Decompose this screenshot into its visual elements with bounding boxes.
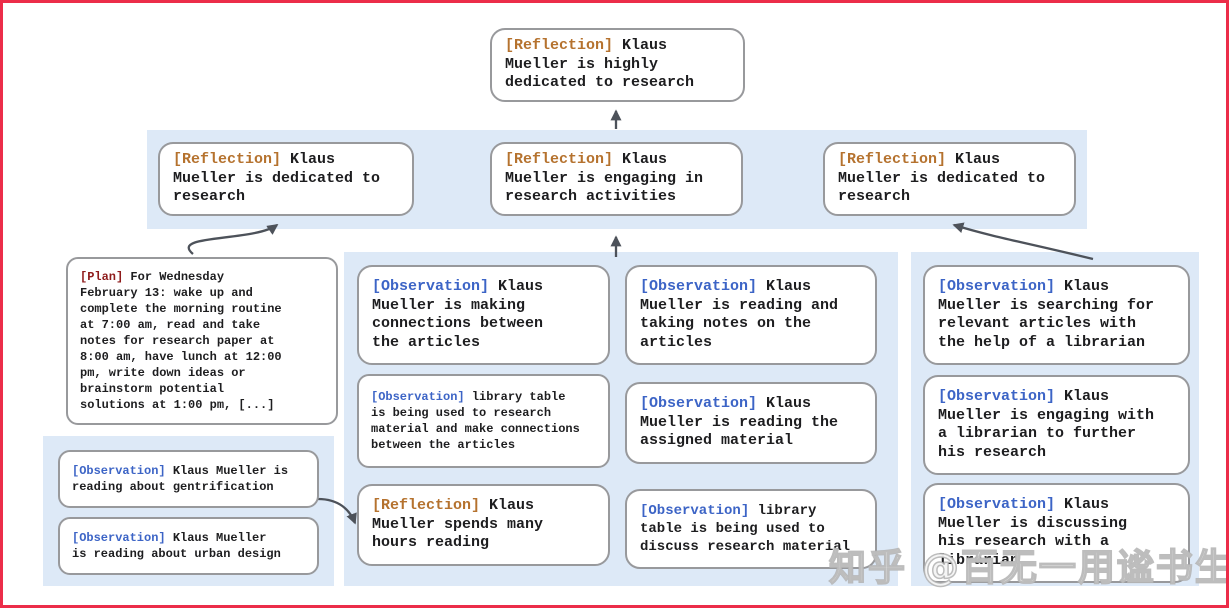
node-body: Klaus Mueller is engaging in research ac… [505,151,704,205]
node-body: Klaus Mueller spends many hours reading [372,497,544,551]
node-reflection-middle: [Reflection] Klaus Mueller is engaging i… [490,142,743,216]
node-body: Klaus Mueller is dedicated to research [838,151,1046,205]
node-plan: [Plan] For Wednesday February 13: wake u… [66,257,338,425]
node-body: Klaus Mueller is discussing his research… [938,496,1128,569]
node-observation-library-table-research: [Observation] library table is being use… [357,374,610,468]
reflection-tag: [Reflection] [173,151,282,168]
observation-tag: [Observation] [938,496,1056,513]
observation-tag: [Observation] [640,503,750,519]
observation-tag: [Observation] [938,278,1056,295]
observation-tag: [Observation] [938,388,1056,405]
observation-tag: [Observation] [640,278,758,295]
node-observation-assigned-material: [Observation] Klaus Mueller is reading t… [625,382,877,464]
observation-tag: [Observation] [72,531,166,545]
observation-tag: [Observation] [371,390,465,404]
node-body: library table is being used to discuss r… [640,503,851,555]
reflection-tag: [Reflection] [505,151,614,168]
node-reflection-many-hours-reading: [Reflection] Klaus Mueller spends many h… [357,484,610,566]
edge-plan-to-left-reflection [187,224,279,255]
node-reflection-right: [Reflection] Klaus Mueller is dedicated … [823,142,1076,216]
node-body: Klaus Mueller is making connections betw… [372,278,544,351]
node-body: Klaus Mueller is dedicated to research [173,151,381,205]
observation-tag: [Observation] [372,278,490,295]
node-observation-making-connections: [Observation] Klaus Mueller is making co… [357,265,610,365]
node-observation-library-table-discuss: [Observation] library table is being use… [625,489,877,569]
reflection-tag: [Reflection] [838,151,947,168]
plan-tag: [Plan] [80,270,124,284]
node-observation-gentrification: [Observation] Klaus Mueller is reading a… [58,450,319,508]
watermark: 知乎 @百无一用谧书生 [828,545,1229,590]
observation-tag: [Observation] [72,464,166,478]
node-observation-urban-design: [Observation] Klaus Mueller is reading a… [58,517,319,575]
node-body: Klaus Mueller is engaging with a librari… [938,388,1155,461]
reflection-tag: [Reflection] [372,497,481,514]
node-body: For Wednesday February 13: wake up and c… [80,270,282,412]
observation-tag: [Observation] [640,395,758,412]
node-body: Klaus Mueller is reading about gentrific… [72,464,289,494]
node-body: Klaus Mueller is reading the assigned ma… [640,395,839,449]
node-observation-searching-articles: [Observation] Klaus Mueller is searching… [923,265,1190,365]
node-body: Klaus Mueller is reading about urban des… [72,531,281,561]
node-body: Klaus Mueller is searching for relevant … [938,278,1155,351]
node-body: Klaus Mueller is reading and taking note… [640,278,839,351]
reflection-tag: [Reflection] [505,37,614,54]
node-body: library table is being used to research … [371,390,580,452]
node-reflection-left: [Reflection] Klaus Mueller is dedicated … [158,142,414,216]
node-body: Klaus Mueller is highly dedicated to res… [505,37,695,91]
node-observation-discussing-research: [Observation] Klaus Mueller is discussin… [923,483,1190,583]
node-root-reflection: [Reflection] Klaus Mueller is highly ded… [490,28,745,102]
node-observation-taking-notes: [Observation] Klaus Mueller is reading a… [625,265,877,365]
node-observation-engaging-librarian: [Observation] Klaus Mueller is engaging … [923,375,1190,475]
